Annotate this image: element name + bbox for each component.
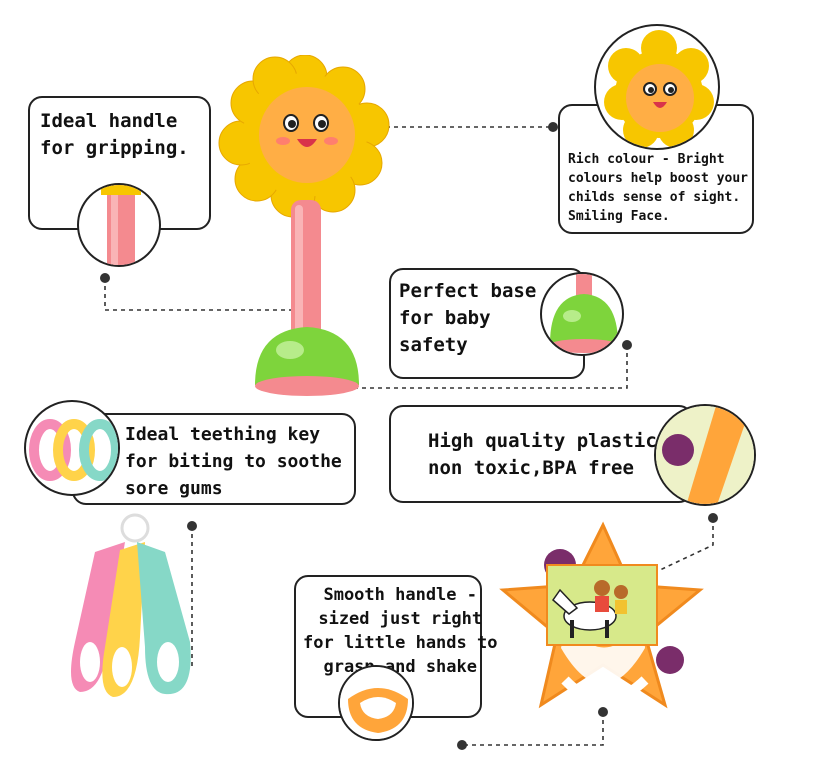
dot (457, 740, 467, 750)
zebra-picture (551, 580, 628, 638)
base-connector (322, 345, 628, 389)
colour-zoom-image (604, 30, 714, 148)
teething-keys-image (71, 513, 191, 697)
dot (622, 340, 632, 350)
smooth-callout-text: Smooth handle - sized just right for lit… (303, 585, 498, 677)
teething-callout (72, 413, 356, 505)
star-tambourine-image (499, 521, 704, 709)
handle-zoom-circle (77, 183, 161, 267)
dot (708, 513, 718, 523)
handle-zoom-image (101, 185, 141, 265)
dot (100, 273, 110, 283)
plastic-callout-text: High quality plastic non toxic,BPA free (428, 430, 657, 479)
handle-callout-text: Ideal handle for gripping. (40, 110, 189, 159)
plastic-connector (659, 518, 714, 571)
dot (548, 122, 558, 132)
teething-zoom-circle (24, 400, 120, 496)
teething-zoom-image (29, 419, 118, 481)
handle-connector (104, 278, 300, 311)
base-zoom-circle (540, 272, 624, 356)
base-zoom-image (548, 274, 620, 353)
plastic-zoom-image (656, 406, 754, 504)
smooth-connector (462, 712, 604, 746)
colour-callout-text: Rich colour - Bright colours help boost … (568, 152, 749, 224)
plastic-callout (389, 405, 693, 503)
plastic-zoom-circle (654, 404, 756, 506)
colour-zoom-circle (594, 24, 720, 150)
smooth-zoom-image (340, 667, 412, 739)
base-callout-text: Perfect base for baby safety (399, 280, 537, 356)
smooth-zoom-circle (338, 665, 414, 741)
dot (187, 521, 197, 531)
dot (598, 707, 608, 717)
teething-callout-text: Ideal teething key for biting to soothe … (125, 424, 342, 499)
sunflower-rattle-image (218, 55, 390, 396)
